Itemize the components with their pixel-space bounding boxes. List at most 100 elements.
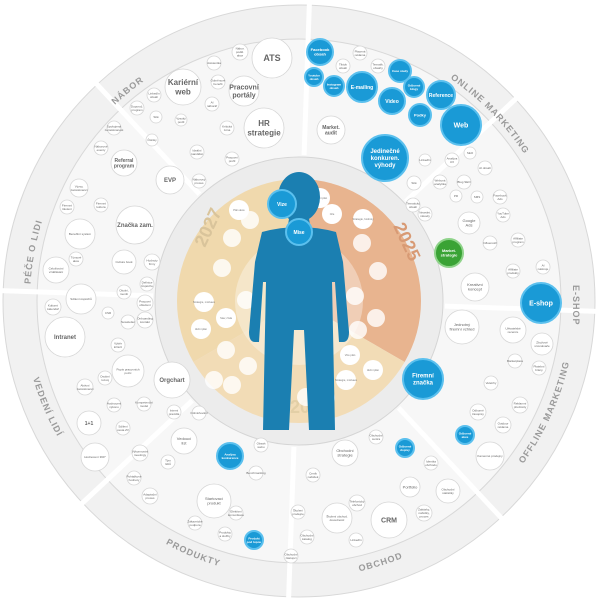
bubble-pece-12[interactable]: Newsletter xyxy=(120,314,136,330)
bubble-kamenne[interactable]: Kamenné prodejny xyxy=(475,441,505,471)
bubble-market-strategie[interactable]: Market.strategie xyxy=(434,238,464,268)
bubble-reference[interactable]: Reference xyxy=(426,80,456,110)
bubble-eshop-3[interactable]: Marketplace xyxy=(507,353,524,369)
bubble-intranet[interactable]: Intranet xyxy=(44,316,86,358)
bubble-online-11[interactable]: PR xyxy=(449,189,463,203)
bubble-culture-book[interactable]: Culture book xyxy=(111,249,137,275)
bubble-online-2[interactable]: Tematik.obsahy xyxy=(370,58,386,74)
bubble-evp[interactable]: EVP xyxy=(155,165,185,195)
bubble-online-10[interactable]: Blog SEO xyxy=(456,174,472,190)
bubble-nabor-9[interactable]: Doporuč.program xyxy=(129,100,145,116)
bubble-nabor-6[interactable]: Sítě xyxy=(149,110,163,124)
bubble-nabor-1[interactable]: Nábor.podkl.akce xyxy=(231,43,249,61)
bubble-portfolio[interactable]: Portfolio xyxy=(399,476,421,498)
bubble-nabor-11[interactable]: Články xyxy=(145,133,159,147)
bubble-emailing[interactable]: E-mailing xyxy=(346,71,378,103)
bubble-case-study[interactable]: Case study xyxy=(388,59,412,83)
bubble-one-on-one[interactable]: 1+1 xyxy=(76,410,102,436)
bubble-sdileni[interactable]: Sdílení úspěchů xyxy=(65,283,97,315)
bubble-mise[interactable]: Mise xyxy=(285,218,313,246)
bubble-online-8[interactable]: Sítě xyxy=(406,175,422,191)
bubble-produkty-2[interactable]: Benchmarking xyxy=(246,465,266,481)
bubble-offline-1[interactable]: Veletrhy xyxy=(483,375,499,391)
bubble-skoleni-obchod[interactable]: Školení obchod.dovedností xyxy=(321,502,353,534)
bubble-online-18[interactable]: Influencéři xyxy=(482,235,498,251)
bubble-vedeni-6[interactable]: Odměňování xyxy=(190,405,208,421)
bubble-market-audit[interactable]: Market.audit xyxy=(316,115,346,145)
bubble-hodnoceni-360[interactable]: Hodnocení 360° xyxy=(80,442,110,472)
bubble-podky[interactable]: Podky xyxy=(408,103,432,127)
bubble-nabor-2[interactable]: Asistentka xyxy=(206,55,222,71)
bubble-pece-7[interactable]: Okolní,menší xyxy=(116,284,132,300)
bubble-online-4[interactable]: LinkedIn xyxy=(418,153,432,167)
bubble-vize[interactable]: Vize xyxy=(267,189,297,219)
bubble-web[interactable]: Web xyxy=(440,104,482,146)
bubble-online-15[interactable]: Newslet.návody xyxy=(417,206,433,222)
bubble-pece-1[interactable]: Výzvy,zaměstnanci xyxy=(69,178,89,198)
